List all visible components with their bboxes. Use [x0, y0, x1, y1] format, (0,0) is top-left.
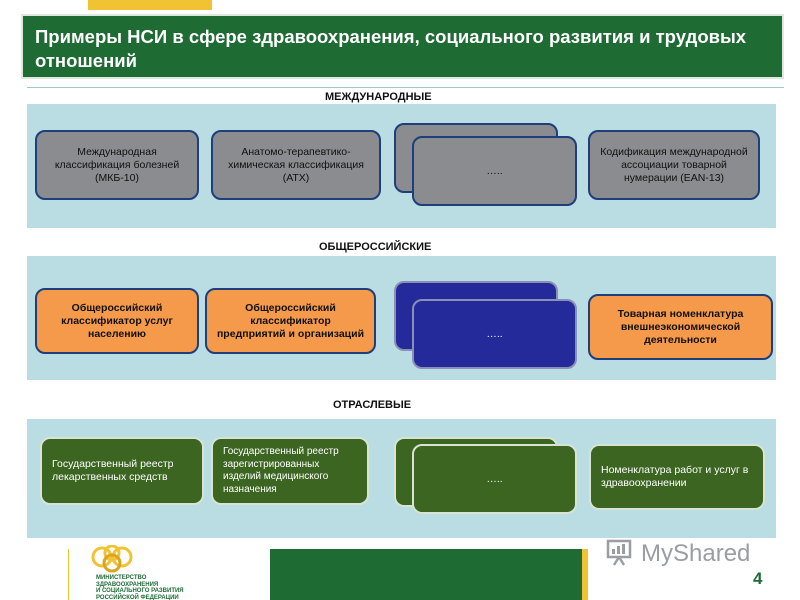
box-okun: Общероссийский классификатор услуг насел… — [35, 288, 199, 354]
footer-divider — [68, 549, 69, 600]
box-healthcare-services: Номенклатура работ и услуг в здравоохран… — [589, 444, 765, 510]
box-drug-registry: Государственный реестр лекарственных сре… — [40, 437, 204, 505]
box-atc: Анатомо-терапевтико-химическая классифик… — [211, 130, 381, 200]
box-all-russian-ellipsis: ….. — [412, 299, 577, 369]
title-divider — [27, 87, 784, 88]
section-label-sectoral: ОТРАСЛЕВЫЕ — [333, 399, 412, 411]
box-icd10: Международная классификация болезней (МК… — [35, 130, 199, 200]
box-sectoral-ellipsis: ….. — [412, 444, 577, 514]
section-label-international: МЕЖДУНАРОДНЫЕ — [325, 91, 432, 103]
footer-yellow-bar — [582, 549, 588, 600]
myshared-text: MyShared — [641, 540, 751, 567]
page-title: Примеры НСИ в сфере здравоохранения, соц… — [35, 26, 747, 71]
box-okpo: Общероссийский классификатор предприятий… — [205, 288, 376, 354]
box-ean13: Кодификация международной ассоциации тов… — [588, 130, 760, 200]
ministry-name: МИНИСТЕРСТВО ЗДРАВООХРАНЕНИЯ И СОЦИАЛЬНО… — [96, 575, 184, 600]
myshared-watermark: MyShared — [606, 537, 768, 571]
box-medical-devices-registry: Государственный реестр зарегистрированны… — [211, 437, 369, 505]
top-accent-bar — [88, 0, 212, 10]
section-label-all-russian: ОБЩЕРОССИЙСКИЕ — [319, 241, 432, 253]
title-banner: Примеры НСИ в сфере здравоохранения, соц… — [21, 14, 784, 79]
box-international-ellipsis: ….. — [412, 136, 577, 206]
ministry-logo-icon — [88, 544, 136, 575]
footer-green-bar — [270, 549, 582, 600]
page-number: 4 — [753, 569, 763, 588]
box-tn-ved: Товарная номенклатура внешнеэкономическо… — [588, 294, 773, 360]
myshared-presentation-icon — [606, 537, 636, 572]
